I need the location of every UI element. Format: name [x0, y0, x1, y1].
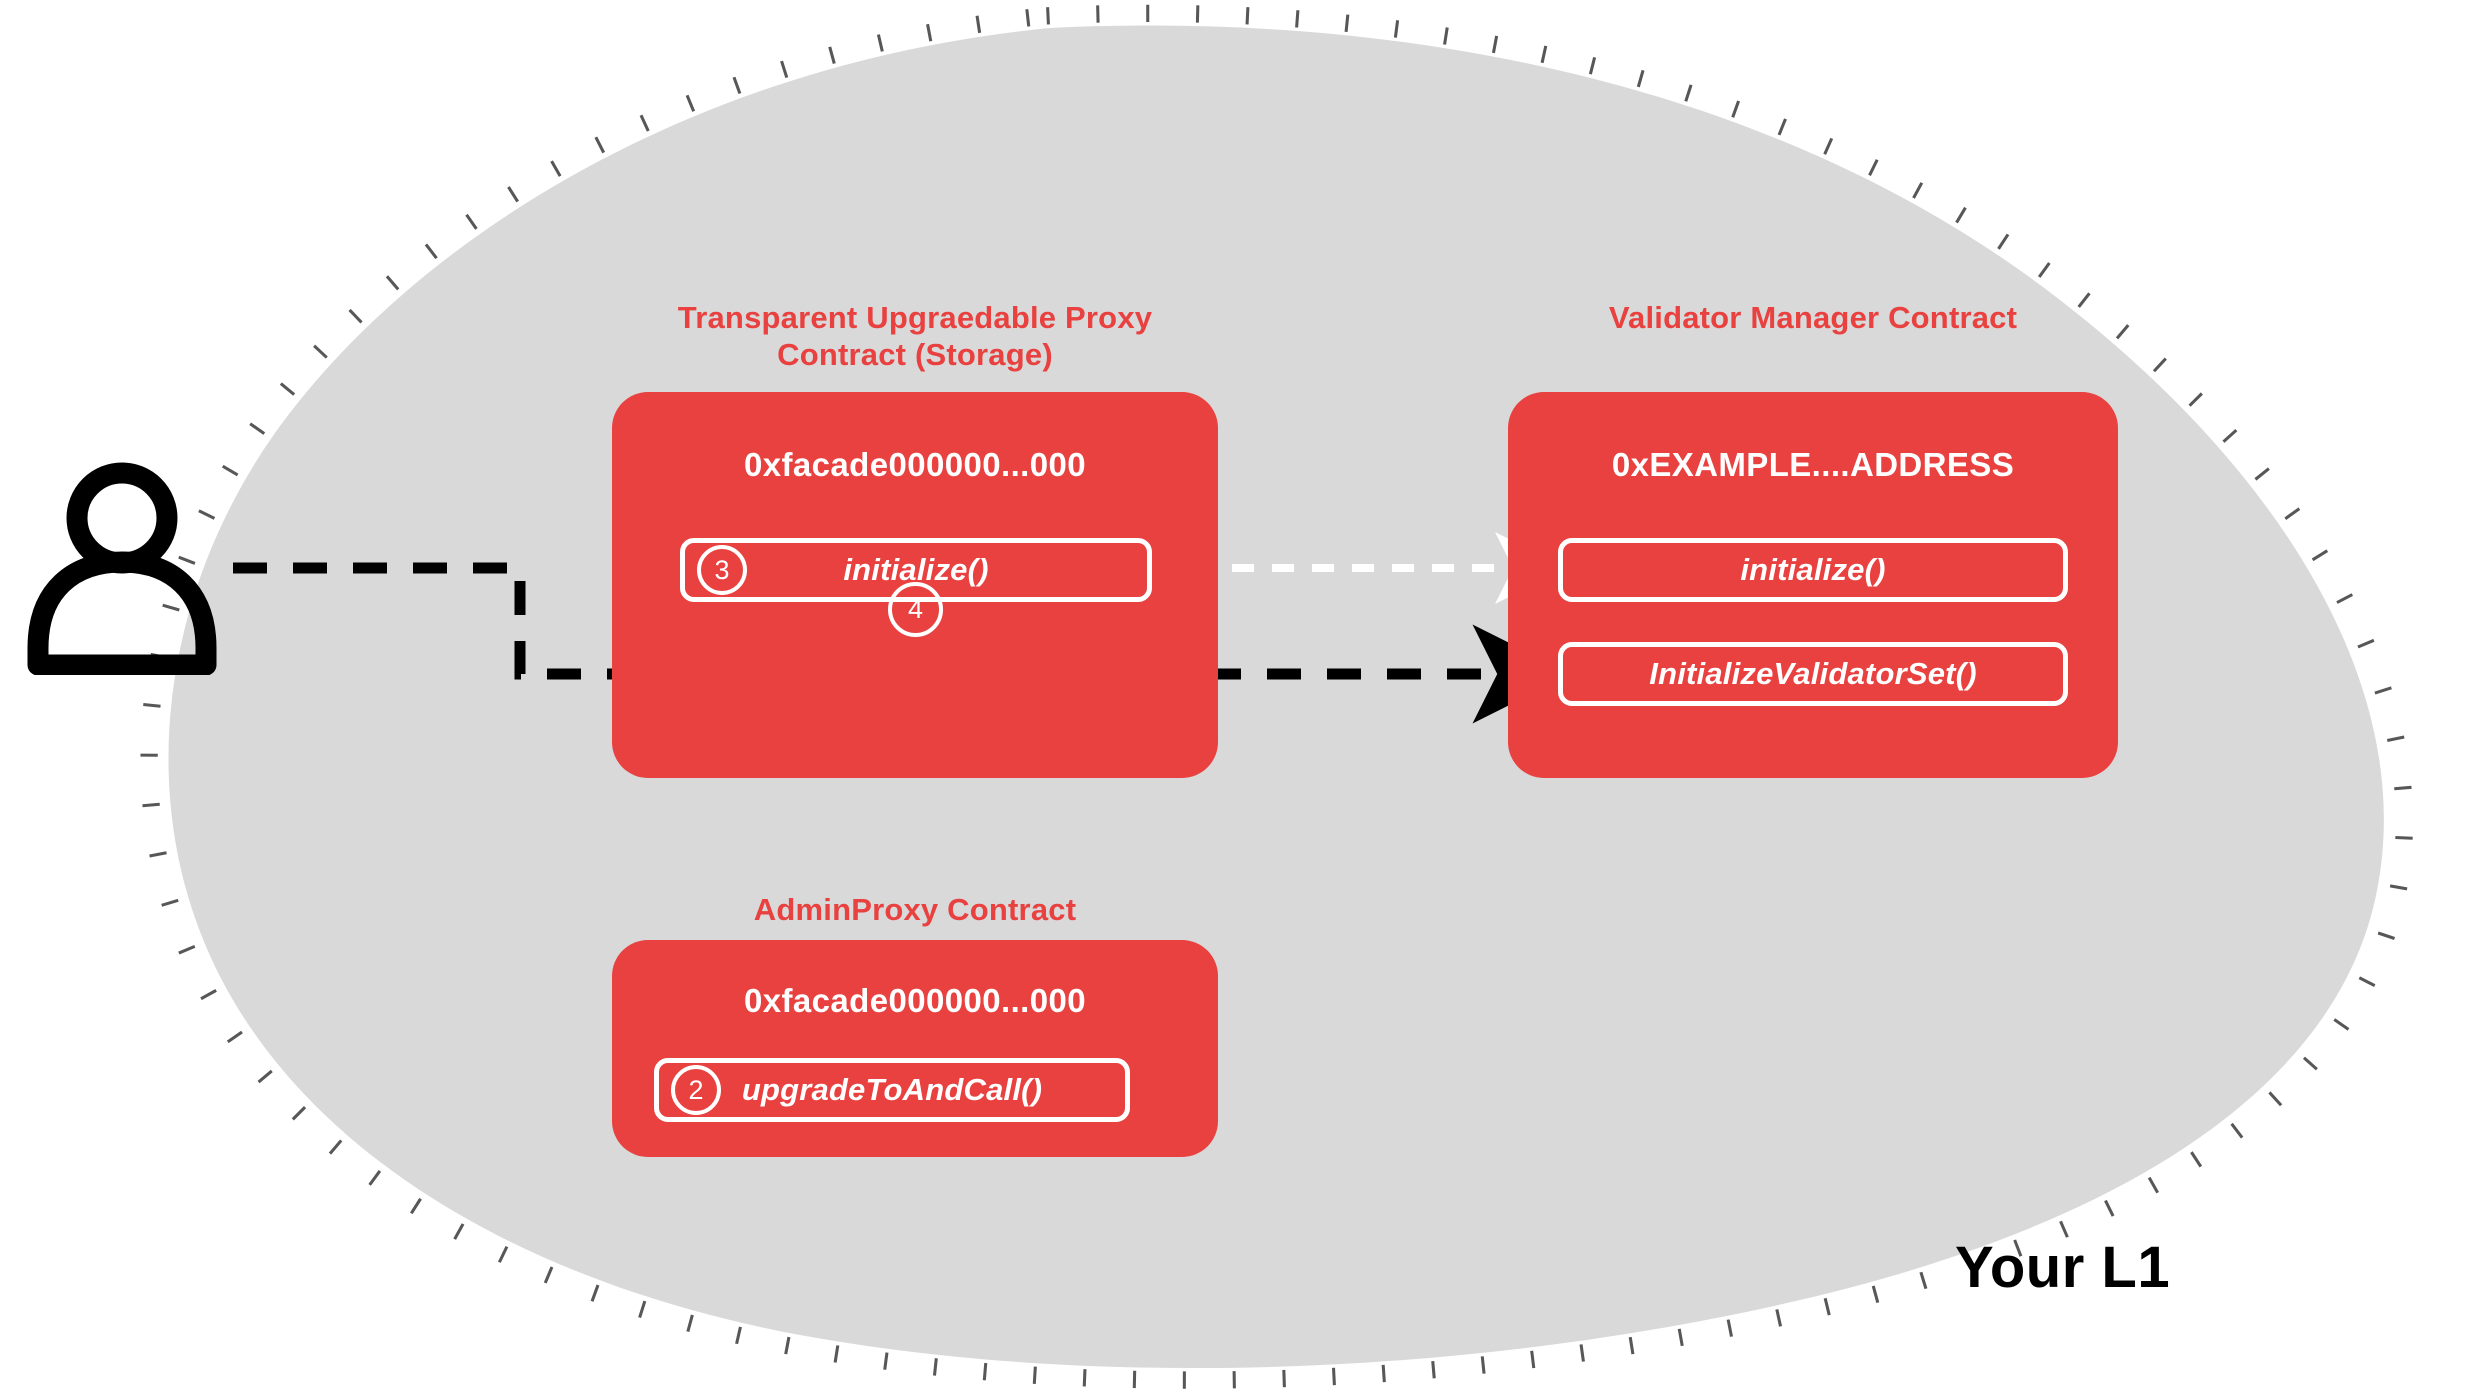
- step-badge-2: 2: [671, 1065, 721, 1115]
- step-badge-3: 3: [697, 545, 747, 595]
- contract-address-transparent-upgradeable-proxy: 0xfacade000000...000: [744, 446, 1086, 483]
- contract-address-admin-proxy: 0xfacade000000...000: [744, 982, 1086, 1019]
- contract-title-admin-proxy: AdminProxy Contract: [753, 892, 1077, 927]
- contract-validator-manager: Validator Manager Contract 0xEXAMPLE....…: [1508, 300, 2118, 778]
- function-label-upgrade-to-and-call: upgradeToAndCall(): [741, 1072, 1043, 1107]
- function-label-vmc-initialize: initialize(): [1740, 552, 1886, 587]
- contract-address-validator-manager: 0xEXAMPLE....ADDRESS: [1611, 446, 2015, 483]
- function-label-initialize: initialize(): [843, 552, 989, 587]
- function-pill-upgrade-to-and-call[interactable]: 2 upgradeToAndCall(): [654, 1058, 1130, 1122]
- function-pill-initialize-validator-set[interactable]: InitializeValidatorSet(): [1558, 642, 2068, 706]
- function-label-initialize-validator-set: InitializeValidatorSet(): [1649, 656, 1977, 691]
- contract-box-admin-proxy: 0xfacade000000...000 2 upgradeToAndCall(…: [612, 940, 1218, 1157]
- step-badge-4: 4: [888, 582, 943, 637]
- contract-box-transparent-upgradeable-proxy: 0xfacade000000...000 3 initialize() 4: [612, 392, 1218, 778]
- function-pill-vmc-initialize[interactable]: initialize(): [1558, 538, 2068, 602]
- region-label-your-l1: Your L1: [1955, 1235, 2171, 1300]
- contract-title-validator-manager: Validator Manager Contract: [1608, 300, 2018, 335]
- contract-box-validator-manager: 0xEXAMPLE....ADDRESS initialize() Initia…: [1508, 392, 2118, 778]
- contract-admin-proxy: AdminProxy Contract 0xfacade000000...000…: [612, 892, 1218, 1157]
- contract-transparent-upgradeable-proxy: Transparent Upgraedable Proxy Contract (…: [612, 300, 1218, 778]
- contract-title-transparent-upgradeable-proxy: Transparent Upgraedable Proxy Contract (…: [677, 300, 1153, 372]
- person-icon: [27, 462, 217, 675]
